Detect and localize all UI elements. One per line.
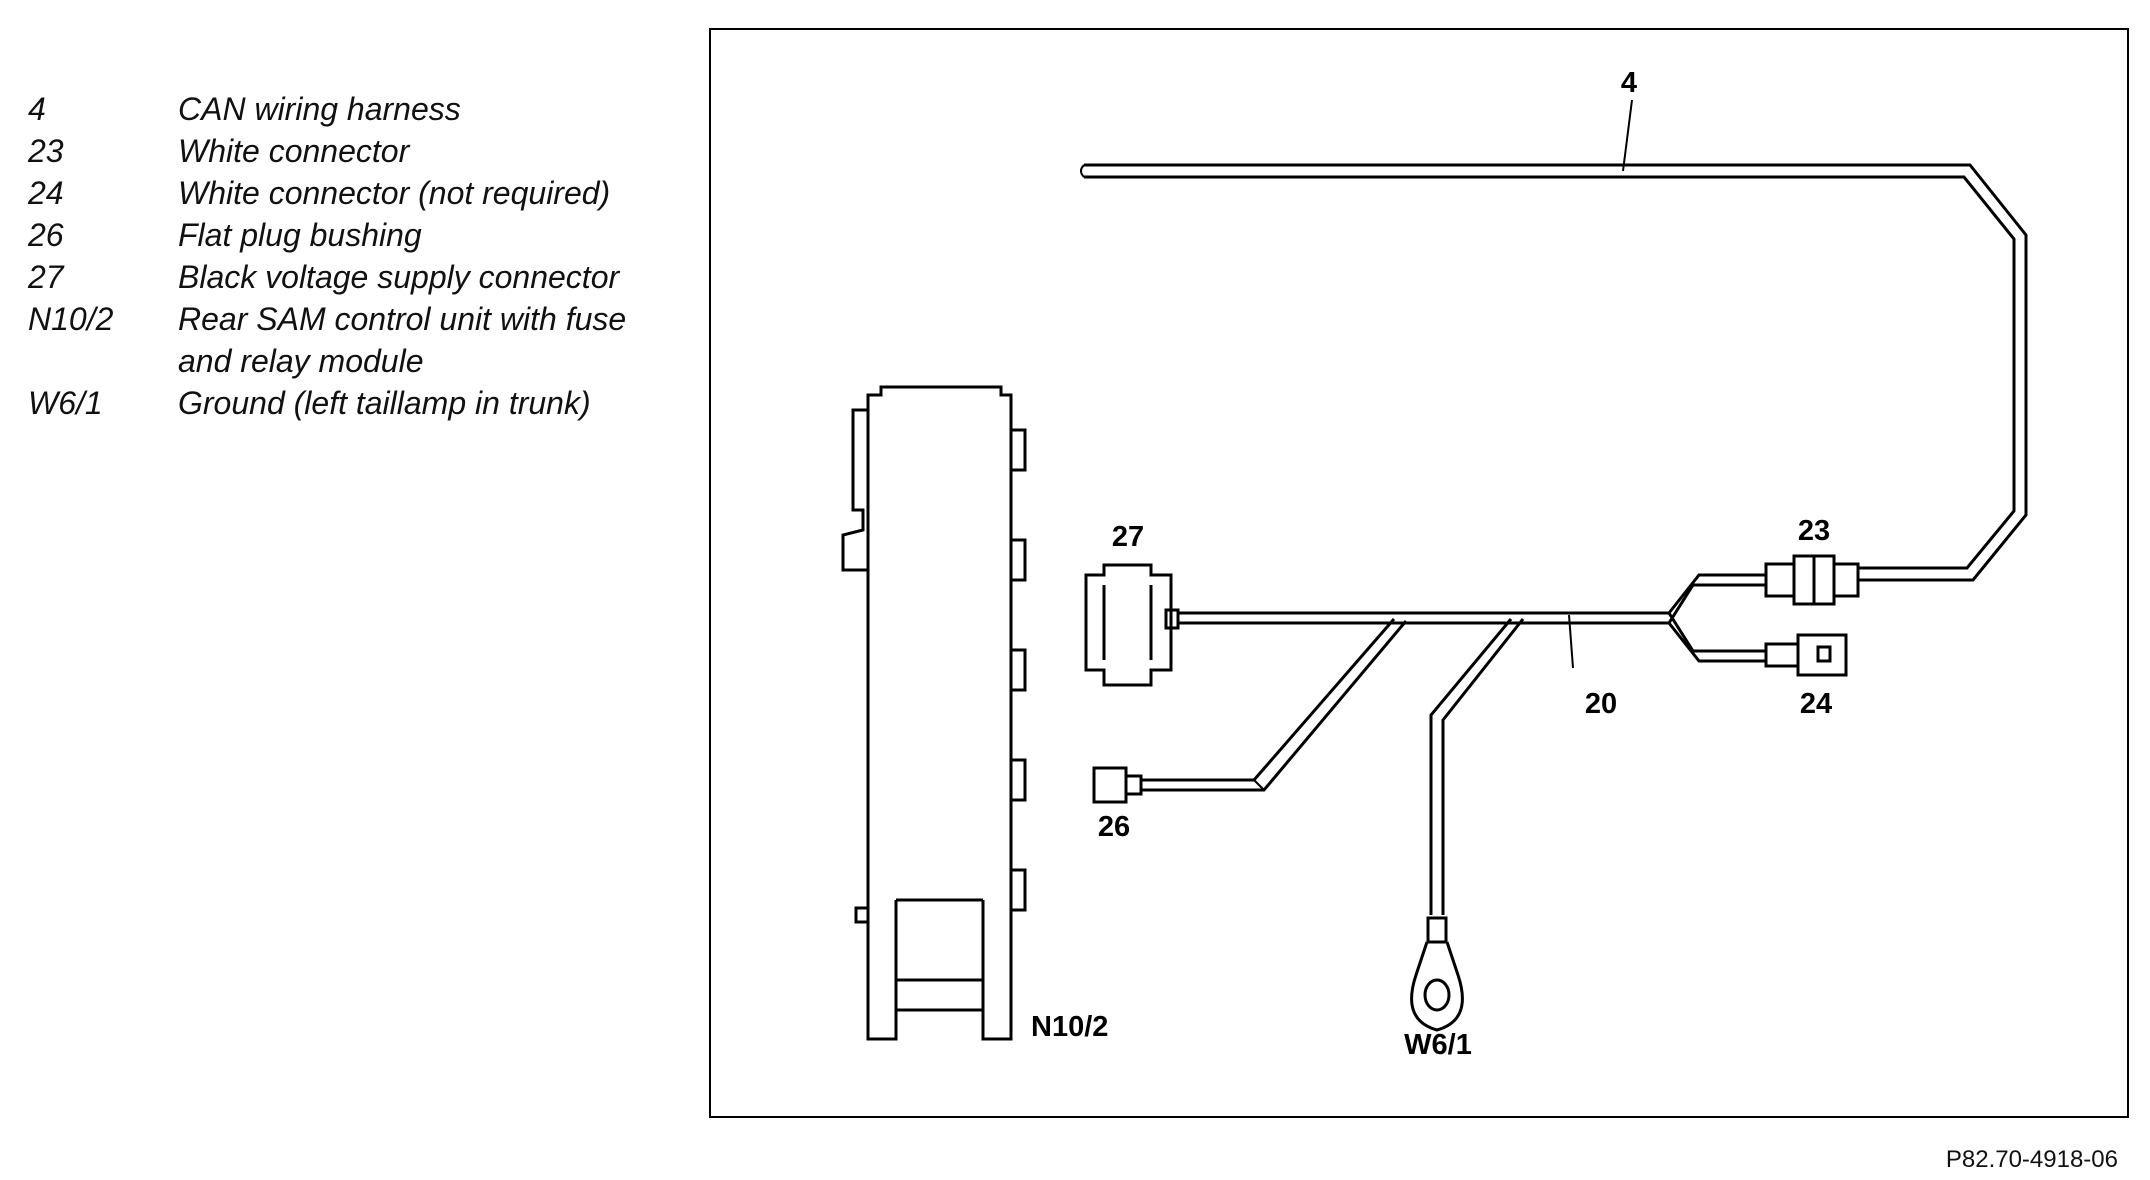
can-harness-cable [1080,99,2028,582]
label-flat-plug: 26 [1098,811,1130,843]
figure-reference: P82.70-4918-06 [1945,1146,2118,1173]
legend-row: 24 White connector (not required) [28,172,668,214]
legend-text: CAN wiring harness [178,91,461,127]
white-connector [1764,554,1860,606]
flat-plug-branch [1141,618,1408,792]
legend-text: Flat plug bushing [178,217,422,253]
label-ground: W6/1 [1404,1029,1472,1061]
label-sam-unit: N10/2 [1031,1011,1108,1043]
legend-key: 26 [28,217,64,253]
legend: 4 CAN wiring harness 23 White connector … [28,88,668,424]
ground-branch [1426,618,1525,944]
voltage-supply-connector [1084,563,1180,687]
legend-key: N10/2 [28,301,114,337]
legend-text: Ground (left taillamp in trunk) [178,385,591,421]
legend-row: 4 CAN wiring harness [28,88,668,130]
legend-key: 24 [28,175,64,211]
legend-text: Rear SAM control unit with fuse and rela… [178,301,627,379]
label-white-connector-not-required: 24 [1800,688,1832,720]
legend-key: 27 [28,259,64,295]
main-harness-cable [1178,573,1766,669]
diagram-frame: 4 23 24 27 26 20 N10/2 W6/1 [709,28,2129,1118]
sam-control-unit [841,385,1027,1041]
legend-row: 27 Black voltage supply connector [28,256,668,298]
label-can-harness: 4 [1621,67,1637,99]
label-harness-branch: 20 [1585,688,1617,720]
wiring-diagram: 4 23 24 27 26 20 N10/2 W6/1 [841,67,2028,1061]
legend-row: W6/1 Ground (left taillamp in trunk) [28,382,668,424]
label-voltage-connector: 27 [1112,521,1144,553]
flat-plug-bushing [1092,766,1143,804]
white-connector-not-required [1764,633,1848,677]
legend-text: Black voltage supply connector [178,259,620,295]
legend-text: White connector (not required) [178,175,611,211]
legend-key: W6/1 [28,385,103,421]
label-white-connector: 23 [1798,515,1830,547]
legend-row: N10/2 Rear SAM control unit with fuse an… [28,298,668,382]
legend-key: 4 [28,91,46,127]
ground-terminal [1410,941,1464,1032]
legend-row: 26 Flat plug bushing [28,214,668,256]
legend-key: 23 [28,133,64,169]
legend-row: 23 White connector [28,130,668,172]
legend-text: White connector [178,133,410,169]
